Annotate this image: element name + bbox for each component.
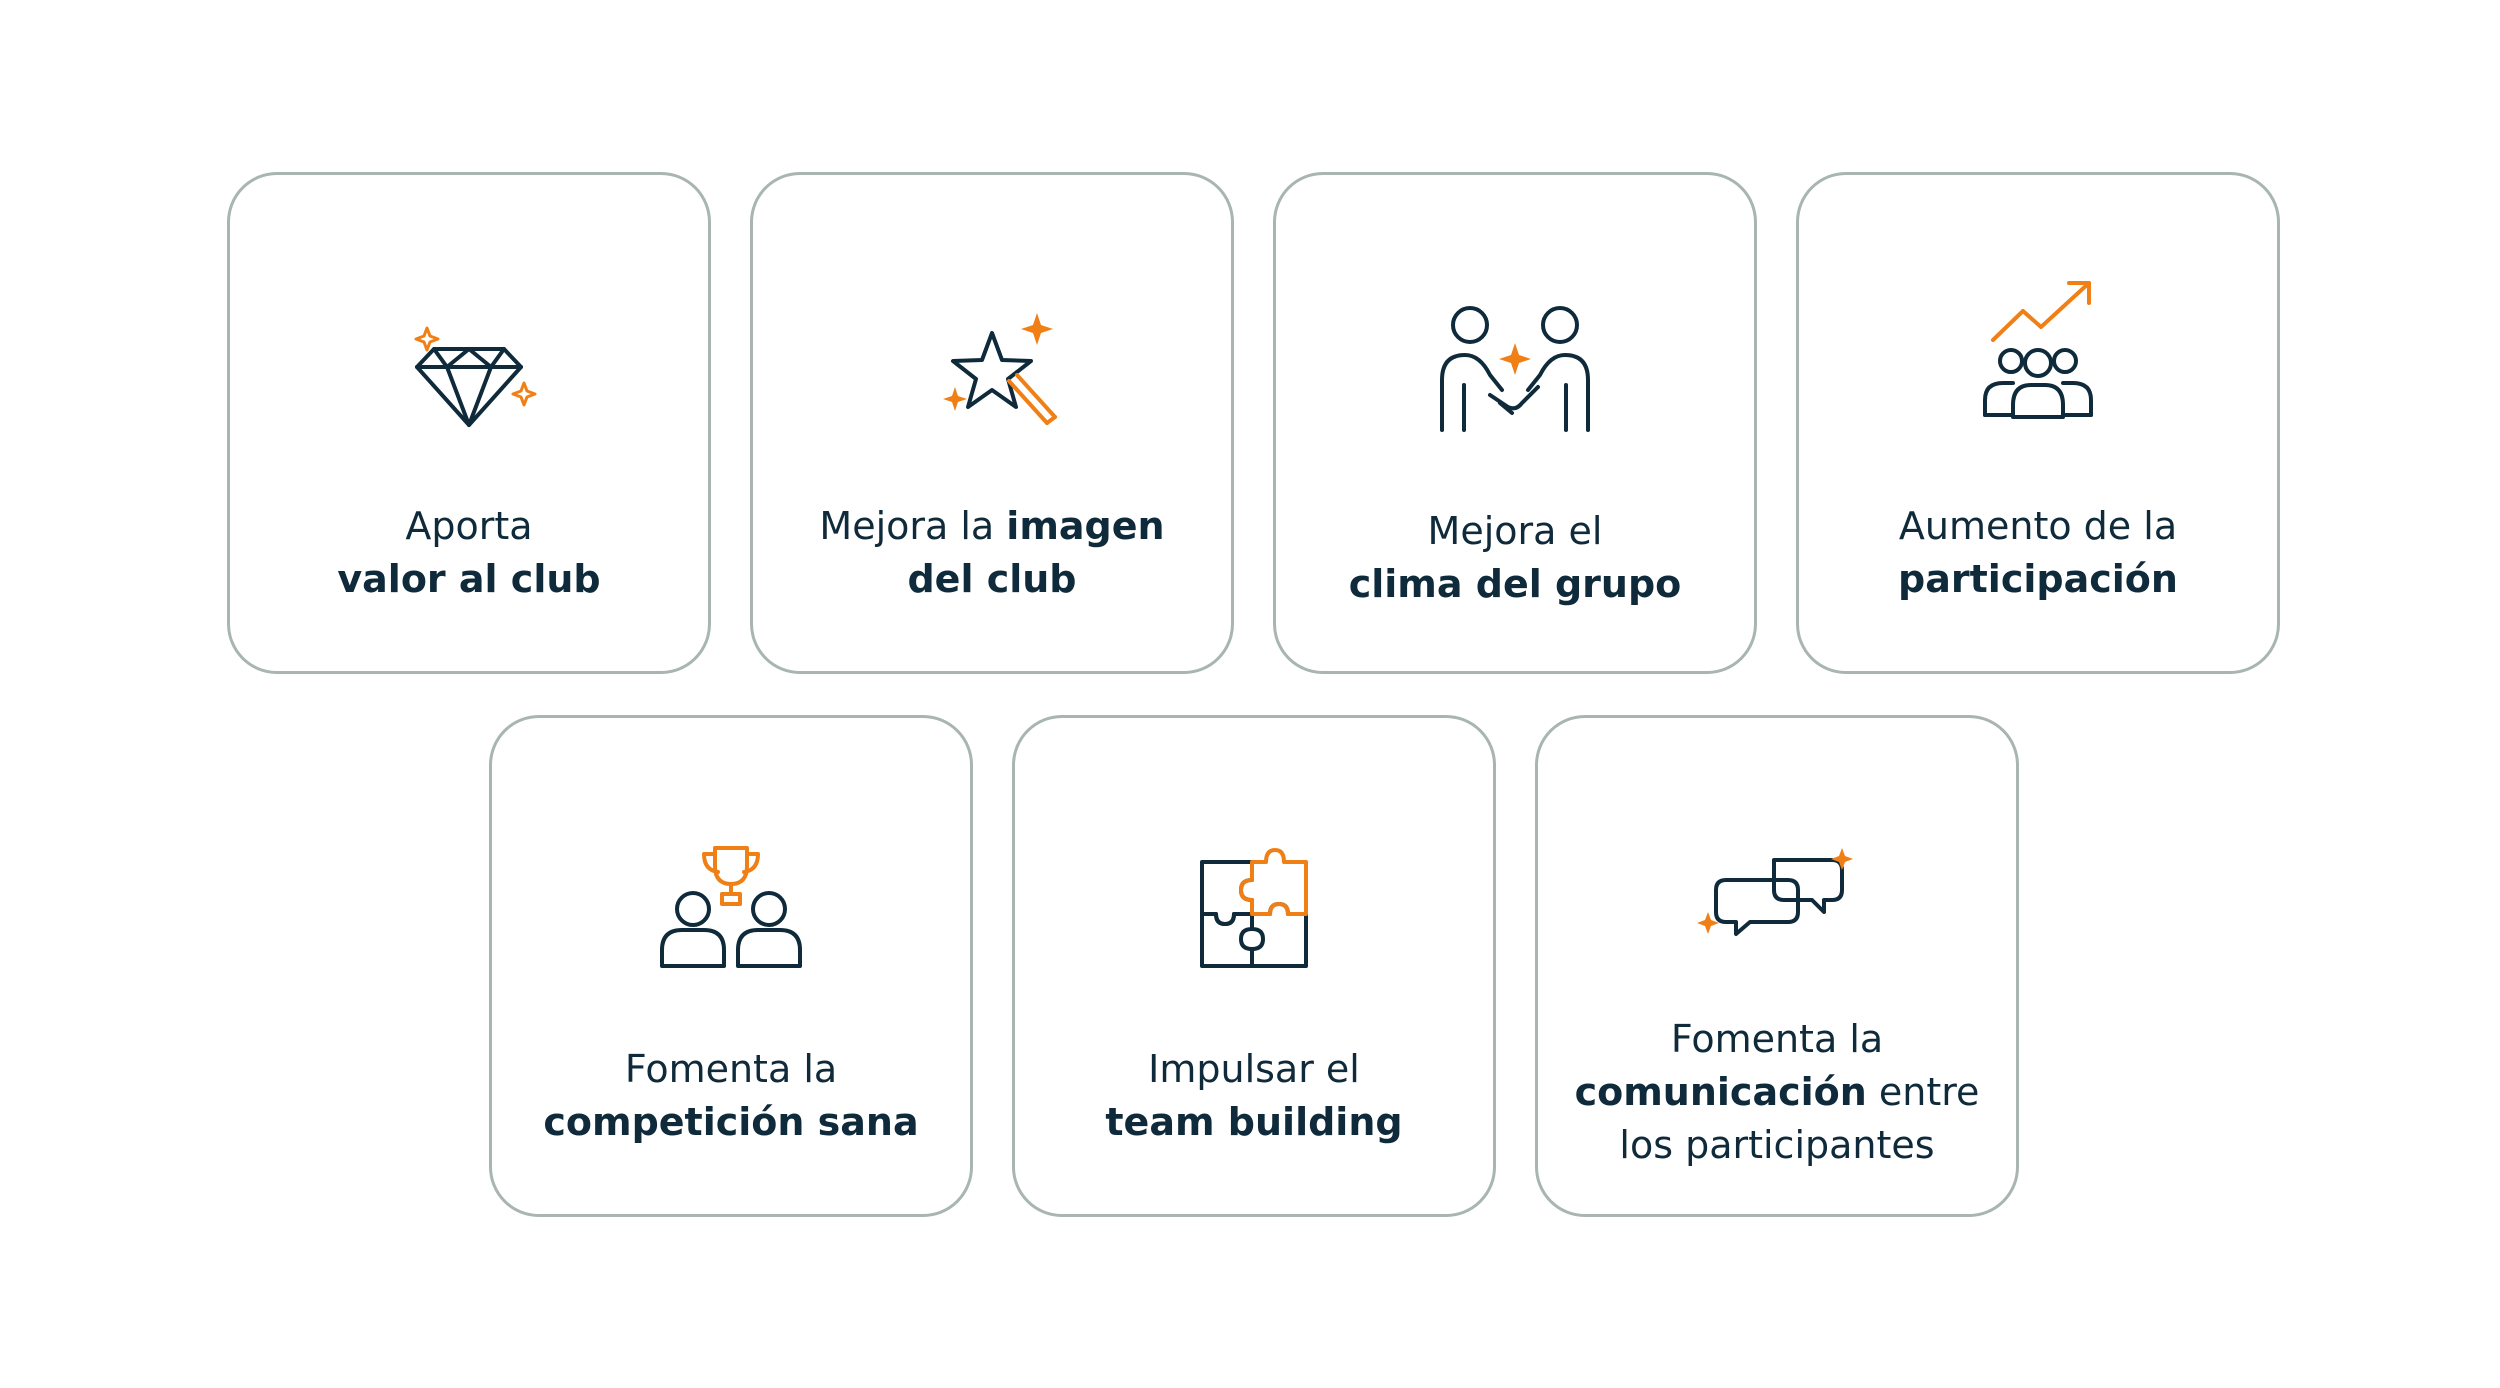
magic-wand-star-icon [907, 275, 1077, 445]
caption-line: Fomenta la [1670, 1017, 1884, 1061]
caption-bold: clima del grupo [1348, 562, 1682, 606]
caption-bold: imagen [1006, 504, 1165, 548]
caption-line: los participantes [1619, 1123, 1935, 1167]
puzzle-icon [1169, 818, 1339, 988]
benefit-caption: Aumento de la participación [1819, 500, 2257, 606]
benefit-card-comunicacion: Fomenta la comunicación entre los partic… [1535, 715, 2019, 1217]
caption-bold: valor al club [337, 557, 601, 601]
caption-line: Aporta [405, 504, 533, 548]
benefit-caption: Aporta valor al club [250, 500, 688, 606]
benefit-card-team-building: Impulsar el team building [1012, 715, 1496, 1217]
caption-line: Impulsar el [1148, 1047, 1360, 1091]
benefit-card-competicion: Fomenta la competición sana [489, 715, 973, 1217]
benefit-caption: Mejora el clima del grupo [1296, 505, 1734, 611]
benefit-card-valor: Aporta valor al club [227, 172, 711, 674]
caption-line: entre [1866, 1070, 1980, 1114]
group-growth-icon [1953, 275, 2123, 445]
caption-line: Aumento de la [1898, 504, 2178, 548]
caption-bold: participación [1898, 557, 2178, 601]
caption-bold: del club [907, 557, 1077, 601]
benefit-caption: Fomenta la competición sana [512, 1043, 950, 1149]
caption-bold: competición sana [543, 1100, 919, 1144]
benefit-caption: Impulsar el team building [1035, 1043, 1473, 1149]
benefit-card-imagen: Mejora la imagen del club [750, 172, 1234, 674]
caption-bold: comunicación [1574, 1070, 1867, 1114]
trophy-people-icon [646, 818, 816, 988]
diamond-sparkle-icon [384, 275, 554, 445]
benefit-caption: Mejora la imagen del club [773, 500, 1211, 606]
caption-line: Mejora la [819, 504, 1007, 548]
chat-bubbles-icon [1692, 818, 1862, 988]
benefit-card-participacion: Aumento de la participación [1796, 172, 2280, 674]
benefit-caption: Fomenta la comunicación entre los partic… [1558, 1013, 1996, 1172]
handshake-icon [1430, 275, 1600, 445]
benefit-card-clima: Mejora el clima del grupo [1273, 172, 1757, 674]
caption-line: Mejora el [1427, 509, 1603, 553]
caption-bold: team building [1105, 1100, 1403, 1144]
caption-line: Fomenta la [624, 1047, 838, 1091]
